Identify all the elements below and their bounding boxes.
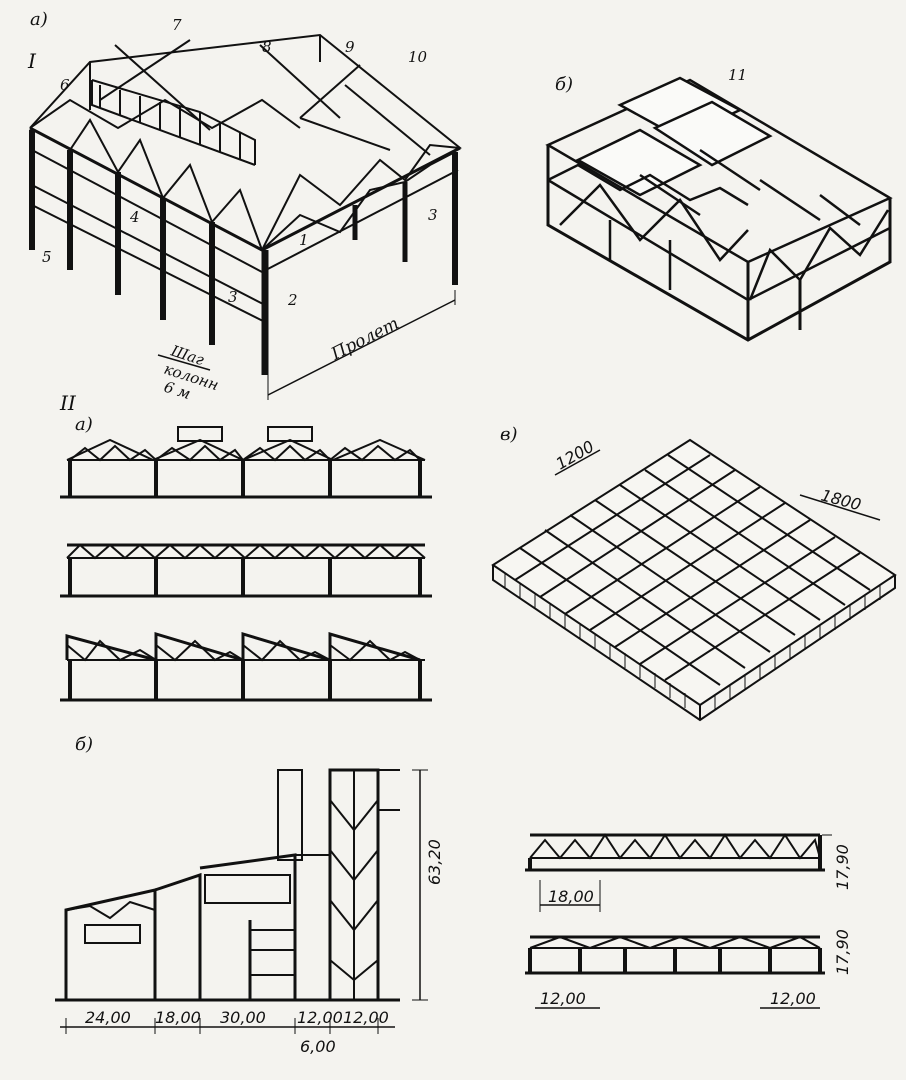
part-label-9: 9 <box>345 38 355 56</box>
dim-bay-3: 30,00 <box>220 1008 266 1027</box>
dim-right-span-12a: 12,00 <box>540 989 586 1008</box>
part-label-8: 8 <box>262 38 272 56</box>
span-label: Пролет <box>327 314 402 365</box>
dim-bay-5: 12,00 <box>343 1008 389 1027</box>
dim-right-span-18: 18,00 <box>548 887 594 906</box>
part-label-10: 10 <box>408 48 428 66</box>
label-sub-v: в) <box>500 424 518 445</box>
dim-grid-b: 1800 <box>819 486 863 515</box>
part-label-2: 2 <box>287 291 298 309</box>
space-frame-drawing <box>545 76 893 342</box>
part-label-3b: 3 <box>428 206 438 224</box>
label-section-one: I <box>27 49 37 73</box>
elevation-schemes-drawing <box>60 426 432 702</box>
dim-grid-a: 1200 <box>553 437 598 474</box>
label-sub-a-top: а) <box>30 9 48 30</box>
section-building-drawing <box>55 768 428 1034</box>
isometric-frame-drawing <box>29 33 462 400</box>
dim-right-h2: 17,90 <box>833 929 852 975</box>
part-label-3a: 3 <box>228 288 238 306</box>
dim-bay-4: 12,00 <box>297 1008 343 1027</box>
right-elevations-drawing <box>525 833 832 1009</box>
dim-bay-2: 18,00 <box>155 1008 201 1027</box>
dim-bay-small: 6,00 <box>300 1037 336 1056</box>
label-sub-b-bottom: б) <box>75 734 93 755</box>
dim-right-h1: 17,90 <box>833 844 852 890</box>
dim-right-span-12b: 12,00 <box>770 989 816 1008</box>
dim-bay-1: 24,00 <box>85 1008 131 1027</box>
part-label-6: 6 <box>60 76 70 94</box>
dim-height-total: 63,20 <box>425 839 444 885</box>
part-label-4: 4 <box>129 208 140 226</box>
part-label-7: 7 <box>172 16 182 34</box>
part-label-5: 5 <box>42 248 52 266</box>
folded-roof-drawing <box>491 438 897 722</box>
label-sub-b-top: б) <box>555 74 573 95</box>
label-sub-a-mid: а) <box>75 414 93 435</box>
part-label-1: 1 <box>299 231 309 249</box>
label-section-two: II <box>59 391 77 415</box>
part-label-11: 11 <box>728 66 747 84</box>
